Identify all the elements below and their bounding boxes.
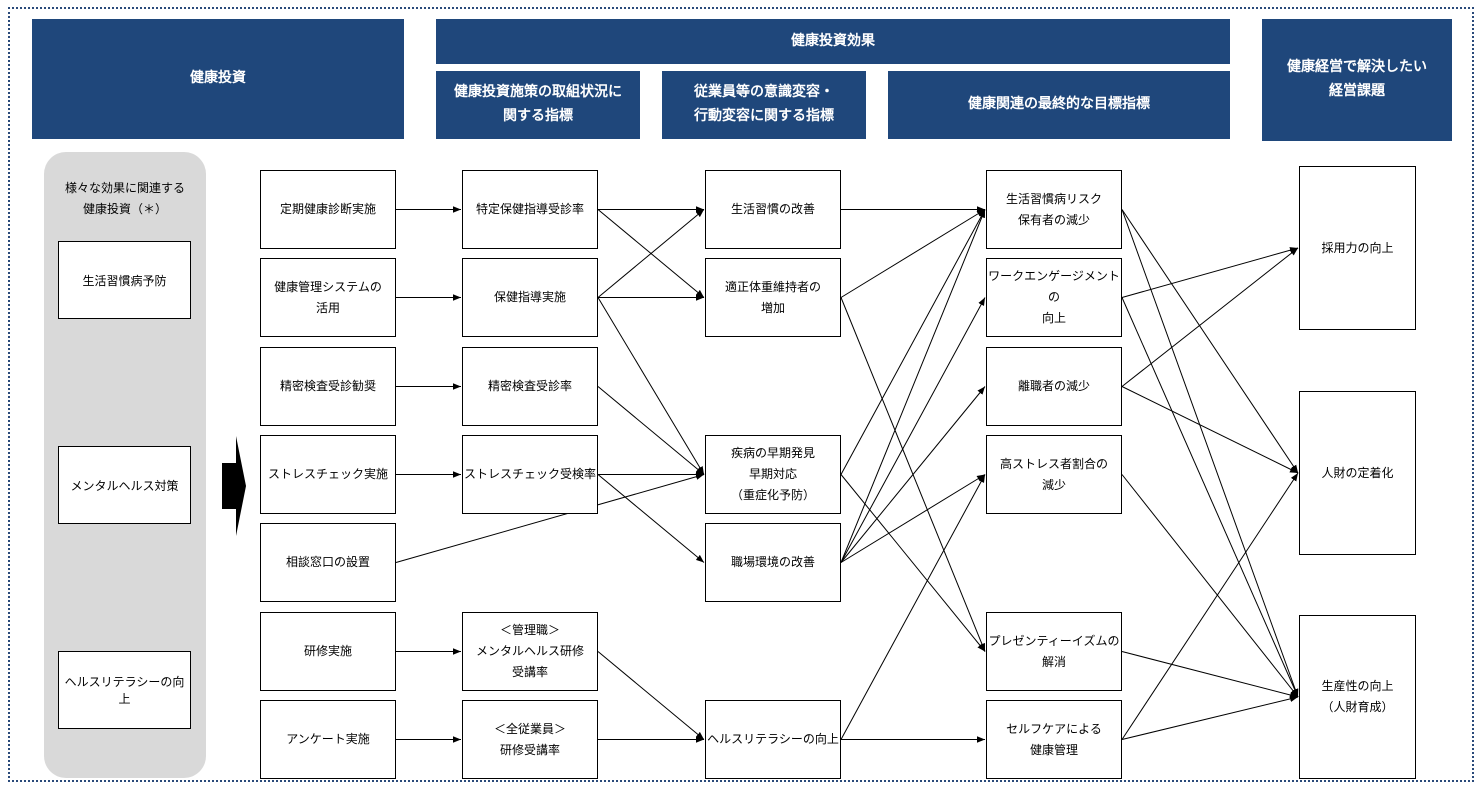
node-all-staff-training-rate: ＜全従業員＞ 研修受講率: [462, 700, 598, 779]
header-investment: 健康投資: [32, 19, 404, 139]
edge-c1_5-c3_3: [395, 473, 705, 563]
node-work-engagement: ワークエンゲージメントの 向上: [986, 258, 1122, 337]
node-survey: アンケート実施: [260, 700, 396, 779]
node-high-stress-reduction: 高ストレス者割合の 減少: [986, 435, 1122, 514]
edge-c4_5-c5_3: [1121, 651, 1299, 699]
node-regular-checkup: 定期健康診断実施: [260, 170, 396, 249]
edge-c2_4-c3_4: [597, 474, 705, 563]
node-stress-check: ストレスチェック実施: [260, 435, 396, 514]
node-health-guidance: 保健指導実施: [462, 258, 598, 337]
edge-c3_2-c4_1: [840, 209, 986, 298]
edge-c3_3-c4_5: [840, 474, 986, 652]
header-effect-sub1: 健康投資施策の取組状況に 関する指標: [436, 71, 640, 139]
sidebar-item-literacy: ヘルスリテラシーの向上: [58, 651, 191, 729]
node-specific-guidance-rate: 特定保健指導受診率: [462, 170, 598, 249]
node-retention: 人財の定着化: [1299, 391, 1416, 555]
header-effect: 健康投資効果: [436, 19, 1230, 64]
edge-c2_2-c3_3: [597, 297, 705, 475]
node-turnover-reduction: 離職者の減少: [986, 347, 1122, 426]
node-healthy-weight: 適正体重維持者の 増加: [705, 258, 841, 337]
header-issues: 健康経営で解決したい 経営課題: [1262, 19, 1452, 141]
node-stress-check-rate: ストレスチェック受検率: [462, 435, 598, 514]
edge-c3_4-c4_4: [840, 474, 986, 563]
node-early-detection: 疾病の早期発見 早期対応 （重症化予防）: [705, 435, 841, 514]
node-manager-training-rate: ＜管理職＞ メンタルヘルス研修 受講率: [462, 612, 598, 691]
edge-c3_4-c4_2: [840, 297, 986, 563]
node-training: 研修実施: [260, 612, 396, 691]
node-health-system: 健康管理システムの 活用: [260, 258, 396, 337]
node-consult-desk: 相談窓口の設置: [260, 523, 396, 602]
edge-c4_1-c5_3: [1121, 209, 1299, 698]
edge-c2_2-c3_1: [597, 209, 705, 298]
edge-c3_5-c4_4: [840, 474, 986, 740]
node-lifestyle-risk-reduction: 生活習慣病リスク 保有者の減少: [986, 170, 1122, 249]
node-productivity: 生産性の向上 （人財育成）: [1299, 615, 1416, 779]
big-arrow-icon: [222, 436, 246, 536]
node-detailed-exam-rate: 精密検査受診率: [462, 347, 598, 426]
node-health-literacy: ヘルスリテラシーの向上: [705, 700, 841, 779]
edge-c4_2-c5_1: [1121, 247, 1299, 298]
sidebar-title: 様々な効果に関連する 健康投資（＊）: [64, 181, 185, 216]
edge-c3_4-c4_1: [840, 209, 986, 563]
node-presenteeism: プレゼンティーイズムの 解消: [986, 612, 1122, 691]
edge-c4_6-c5_2: [1121, 472, 1299, 740]
edge-c4_6-c5_3: [1121, 695, 1299, 740]
node-detailed-exam-recommend: 精密検査受診勧奨: [260, 347, 396, 426]
edge-c4_4-c5_3: [1121, 474, 1299, 698]
node-recruiting-power: 採用力の向上: [1299, 166, 1416, 330]
sidebar-item-lifestyle: 生活習慣病予防: [58, 241, 191, 319]
edge-c4_2-c5_3: [1121, 297, 1299, 698]
edge-c4_3-c5_2: [1121, 386, 1299, 474]
node-lifestyle-improvement: 生活習慣の改善: [705, 170, 841, 249]
header-effect-sub3: 健康関連の最終的な目標指標: [888, 71, 1230, 139]
edge-c4_1-c5_2: [1121, 209, 1299, 474]
edge-c3_3-c4_1: [840, 209, 986, 475]
edge-c2_3-c3_3: [597, 386, 705, 475]
edge-c2_5-c3_5: [597, 651, 705, 740]
sidebar-item-mental: メンタルヘルス対策: [58, 446, 191, 524]
header-effect-sub2: 従業員等の意識変容・ 行動変容に関する指標: [662, 71, 866, 139]
edge-c4_3-c5_1: [1121, 247, 1299, 387]
node-self-care: セルフケアによる 健康管理: [986, 700, 1122, 779]
dotted-frame: [8, 7, 1474, 782]
node-workplace-improvement: 職場環境の改善: [705, 523, 841, 602]
edge-c3_4-c4_3: [840, 386, 986, 563]
